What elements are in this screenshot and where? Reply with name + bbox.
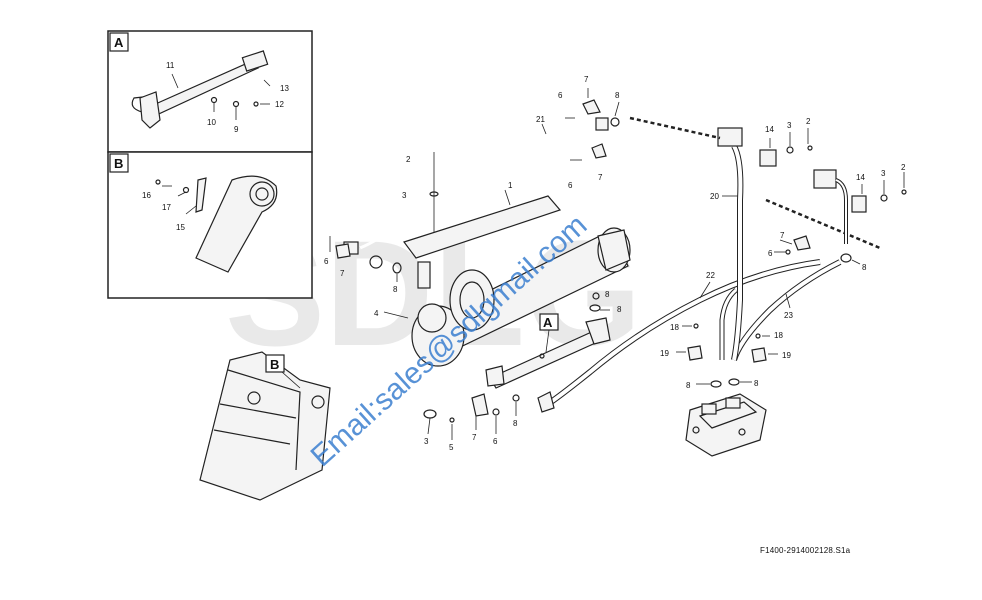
callout-1: 1 — [508, 181, 513, 190]
callout-6-c: 6 — [324, 257, 329, 266]
callout-7-b: 7 — [598, 173, 603, 182]
callout-16: 16 — [142, 191, 151, 200]
callout-18-a: 18 — [670, 323, 679, 332]
cover-plate-part-1 — [403, 195, 562, 259]
callout-3-d: 3 — [881, 169, 886, 178]
callout-6-a: 6 — [558, 91, 563, 100]
hose-22: 22 — [537, 259, 821, 413]
fittings-valve-area: 18 18 19 19 8 8 — [660, 323, 791, 390]
detail-box-b-label: B — [114, 156, 123, 171]
callout-8-a: 8 — [615, 91, 620, 100]
callout-9: 9 — [234, 125, 239, 134]
flange-part — [241, 50, 269, 72]
callout-6-d: 6 — [493, 437, 498, 446]
hose-23: 23 — [731, 259, 842, 361]
fittings-top: 6 7 8 6 7 2 3 — [402, 75, 620, 232]
callout-18-b: 18 — [774, 331, 783, 340]
callout-4: 4 — [374, 309, 379, 318]
callout-7-e: 7 — [780, 231, 785, 240]
callout-8-g: 8 — [754, 379, 759, 388]
callout-2-b: 2 — [806, 117, 811, 126]
drawing-reference-code: F1400-2914002128.S1a — [760, 546, 851, 555]
callout-12: 12 — [275, 100, 284, 109]
callout-22: 22 — [706, 271, 715, 280]
callout-3-a: 3 — [402, 191, 407, 200]
callout-17: 17 — [162, 203, 171, 212]
fittings-bottom-middle: 3 5 7 6 8 — [423, 393, 520, 452]
fittings-left: 6 7 8 — [324, 236, 402, 294]
callout-7-c: 7 — [340, 269, 345, 278]
callout-8-d: 8 — [513, 419, 518, 428]
callout-15: 15 — [176, 223, 185, 232]
hydraulic-cylinder: 1 4 — [374, 181, 631, 367]
callout-7-d: 7 — [472, 433, 477, 442]
detail-box-a-label: A — [114, 35, 124, 50]
callout-7-a: 7 — [584, 75, 589, 84]
callout-6-e: 6 — [768, 249, 773, 258]
callout-5: 5 — [449, 443, 454, 452]
fittings-right-top: 14 3 2 14 3 2 — [759, 117, 907, 244]
callout-23: 23 — [784, 311, 793, 320]
callout-8-e: 8 — [862, 263, 867, 272]
callout-14-b: 14 — [856, 173, 865, 182]
callout-box-a: A — [543, 315, 553, 330]
bracket-part — [139, 91, 161, 129]
callout-8-h: 8 — [605, 290, 610, 299]
loader-frame: B — [199, 351, 331, 501]
callout-21: 21 — [536, 115, 545, 124]
clamp-part-15 — [195, 177, 207, 213]
callout-11: 11 — [166, 61, 175, 70]
callout-19-a: 19 — [660, 349, 669, 358]
callout-10: 10 — [207, 118, 216, 127]
fittings-right-middle: 7 6 8 — [768, 231, 867, 272]
callout-3-b: 3 — [424, 437, 429, 446]
callout-19-b: 19 — [782, 351, 791, 360]
callout-box-b: B — [270, 357, 279, 372]
callout-3-c: 3 — [787, 121, 792, 130]
callout-8-f: 8 — [686, 381, 691, 390]
callout-13: 13 — [280, 84, 289, 93]
hose-20: 20 — [710, 127, 744, 361]
detail-box-b: B 16 17 15 — [107, 151, 313, 299]
callout-2-a: 2 — [406, 155, 411, 164]
callout-20: 20 — [710, 192, 719, 201]
control-valve — [685, 393, 767, 457]
detail-box-a: A 11 10 9 12 13 — [107, 30, 313, 153]
flange-top — [717, 127, 743, 147]
callout-6-b: 6 — [568, 181, 573, 190]
callout-8-c: 8 — [617, 305, 622, 314]
callout-8-b: 8 — [393, 285, 398, 294]
callout-14-a: 14 — [765, 125, 774, 134]
tube-assembly-a: A 8 — [485, 304, 622, 389]
dashed-line-top — [629, 116, 721, 140]
callout-2-c: 2 — [901, 163, 906, 172]
